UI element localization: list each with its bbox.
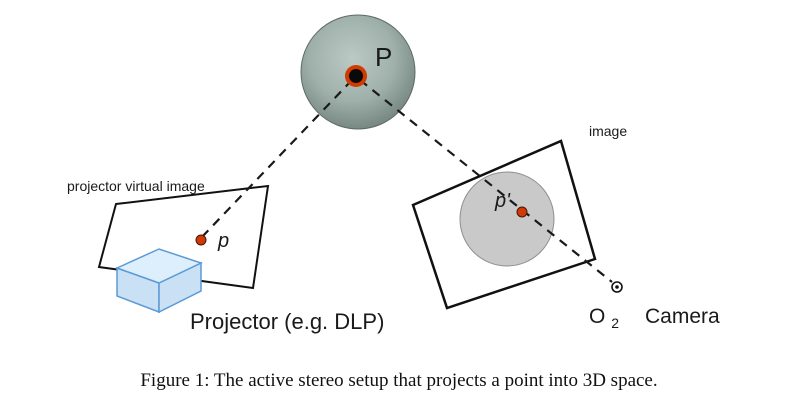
- projector-box-top-face: [114, 248, 204, 284]
- image-disc: [459, 171, 555, 267]
- image-plane-label: image: [589, 123, 627, 139]
- point-p-prime-label: p': [494, 190, 511, 212]
- point-p-marker: [195, 234, 207, 246]
- figure-caption: Figure 1: The active stereo setup that p…: [140, 370, 658, 391]
- point-P-marker-core: [349, 69, 363, 83]
- camera-label: Camera: [645, 305, 720, 328]
- point-p-label: p: [217, 230, 229, 252]
- point-P-label: P: [375, 42, 392, 72]
- projection-ray-to-projector: [200, 79, 353, 239]
- camera-center-label: O 2: [589, 305, 619, 331]
- point-p-prime-marker: [516, 206, 528, 218]
- camera-center-dot: [615, 285, 619, 289]
- projector-box: [114, 248, 204, 314]
- camera-center-label-base: O: [589, 305, 605, 328]
- projector-virtual-image-label: projector virtual image: [67, 178, 205, 194]
- projector-label: Projector (e.g. DLP): [190, 309, 384, 334]
- camera-center-label-subscript: 2: [611, 315, 619, 331]
- projection-ray-to-camera: [359, 79, 613, 283]
